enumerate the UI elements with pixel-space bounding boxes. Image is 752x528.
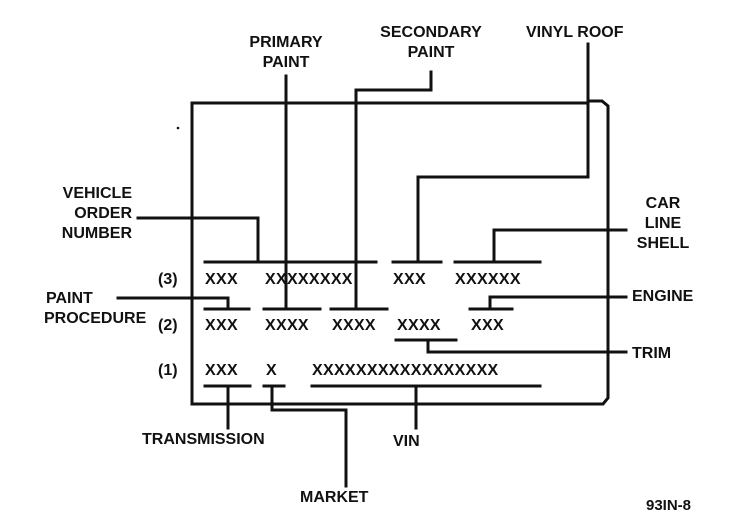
market-leader (270, 384, 348, 488)
row3-code-1: XXX (205, 271, 238, 288)
engine-label: ENGINE (632, 288, 694, 305)
row3-number: (3) (158, 271, 178, 288)
vinyl-roof-label: VINYL ROOF (526, 24, 624, 41)
car-line-shell-line-2: LINE (644, 215, 682, 232)
paint-procedure-line-2: PROCEDURE (44, 310, 147, 327)
car-line-shell-line-1: CAR (645, 195, 681, 212)
row3-code-2: XXXXXXXX (265, 271, 353, 288)
vehicle-order-line-2: ORDER (74, 205, 132, 222)
row1-code-1: XXX (205, 362, 238, 379)
vinyl-roof-leader (416, 42, 590, 264)
secondary-paint-line-1: SECONDARY (380, 24, 482, 41)
engine-leader (488, 295, 628, 311)
paint-procedure-label: PAINT PROCEDURE (44, 289, 147, 329)
vehicle-order-line-1: VEHICLE (62, 185, 132, 202)
vehicle-order-leader (136, 216, 260, 264)
row3-code-4: XXXXXX (455, 271, 521, 288)
secondary-paint-label: SECONDARY PAINT (362, 23, 500, 63)
primary-paint-label: PRIMARY PAINT (236, 33, 336, 73)
row1-code-3: XXXXXXXXXXXXXXXXX (312, 362, 499, 379)
primary-paint-line-1: PRIMARY (249, 34, 323, 51)
vin-label: VIN (393, 433, 420, 450)
car-line-shell-label: CAR LINE SHELL (630, 194, 696, 254)
transmission-label: TRANSMISSION (142, 431, 265, 448)
secondary-paint-line-2: PAINT (407, 44, 455, 61)
stray-dot (176, 126, 180, 130)
row2-code-2: XXXX (265, 317, 309, 334)
figure-id: 93IN-8 (646, 497, 692, 514)
row2-code-3: XXXX (332, 317, 376, 334)
row2-code-1: XXX (205, 317, 238, 334)
car-line-shell-leader (492, 228, 628, 264)
row3-code-3: XXX (393, 271, 426, 288)
row2-code-4: XXXX (397, 317, 441, 334)
primary-paint-line-2: PAINT (262, 54, 310, 71)
row2-number: (2) (158, 317, 178, 334)
market-label: MARKET (300, 489, 369, 506)
secondary-paint-leader (354, 70, 433, 311)
row1-number: (1) (158, 362, 178, 379)
car-line-shell-line-3: SHELL (636, 235, 690, 252)
plate-outline (190, 99, 610, 406)
vehicle-order-number-label: VEHICLE ORDER NUMBER (30, 184, 132, 244)
paint-procedure-line-1: PAINT (46, 290, 93, 307)
row2-code-5: XXX (471, 317, 504, 334)
trim-label: TRIM (632, 345, 672, 362)
row1-code-2: X (266, 362, 277, 379)
vehicle-order-line-3: NUMBER (61, 225, 132, 242)
trim-leader (426, 338, 628, 354)
paint-procedure-leader (116, 296, 230, 311)
